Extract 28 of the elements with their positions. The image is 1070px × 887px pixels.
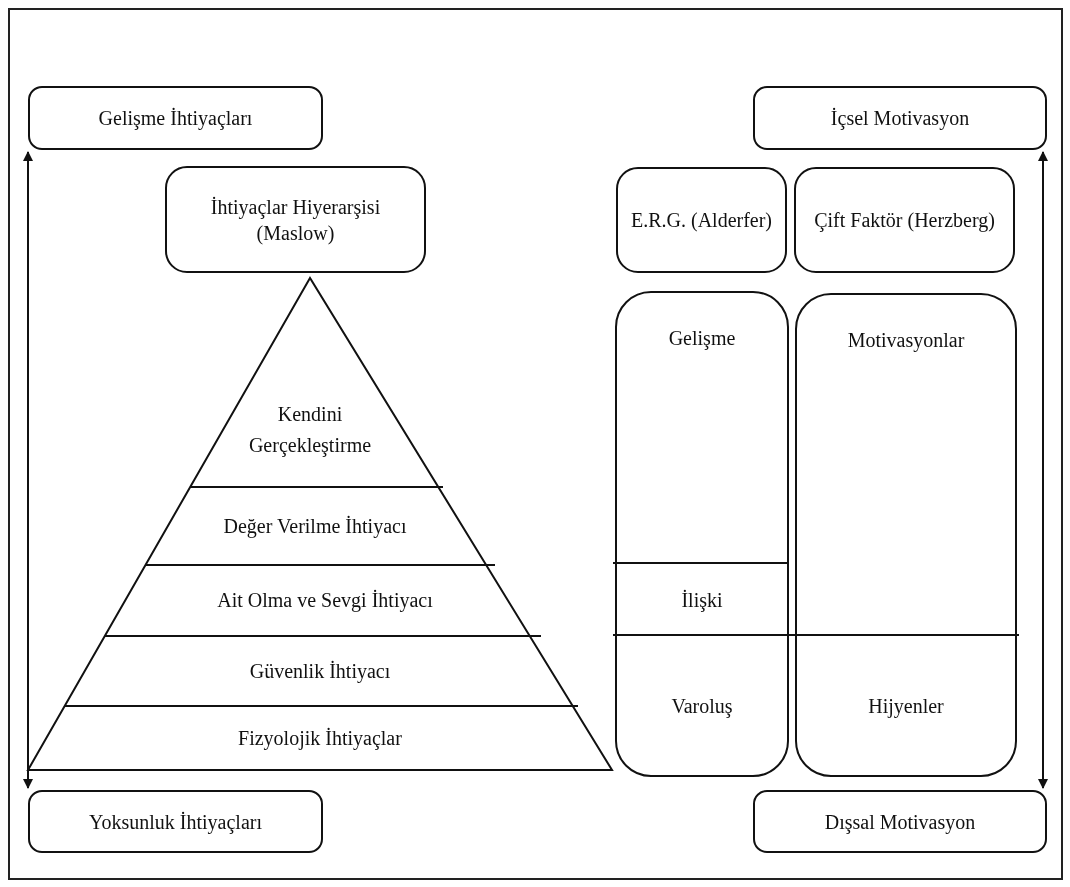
node-label: Kendini Gerçekleştirme <box>247 402 373 459</box>
column-box <box>615 291 789 777</box>
rounded-box <box>28 790 323 853</box>
node-label: İçsel Motivasyon <box>830 106 970 131</box>
node-label: Gelişme İhtiyaçları <box>98 106 253 131</box>
node-label: Dışsal Motivasyon <box>824 809 976 835</box>
node-label: Varoluş <box>671 694 733 718</box>
rounded-box <box>753 86 1047 150</box>
double-arrow <box>23 151 33 789</box>
node-label: Motivasyonlar <box>847 329 965 352</box>
node-label: İlişki <box>681 588 723 612</box>
node-label: Hijyenler <box>868 694 944 718</box>
rounded-box <box>616 167 787 273</box>
node-label: Yoksunluk İhtiyaçları <box>89 809 262 835</box>
node-label: Gelişme <box>668 327 736 350</box>
node-label: Ait Olma ve Sevgi İhtiyacı <box>217 587 433 614</box>
double-arrow <box>1038 151 1048 789</box>
node-label: Çift Faktör (Herzberg) <box>814 208 995 233</box>
node-label: Güvenlik İhtiyacı <box>249 658 391 685</box>
node-label: Değer Verilme İhtiyacı <box>223 513 407 540</box>
rounded-box <box>165 166 426 273</box>
node-label: E.R.G. (Alderfer) <box>630 208 773 233</box>
node-label: İhtiyaçlar Hiyerarşisi (Maslow) <box>209 194 382 246</box>
rounded-box <box>28 86 323 150</box>
node-label: Fizyolojik İhtiyaçlar <box>238 725 402 752</box>
rounded-box <box>794 167 1015 273</box>
column-box <box>795 293 1017 777</box>
rounded-box <box>753 790 1047 853</box>
